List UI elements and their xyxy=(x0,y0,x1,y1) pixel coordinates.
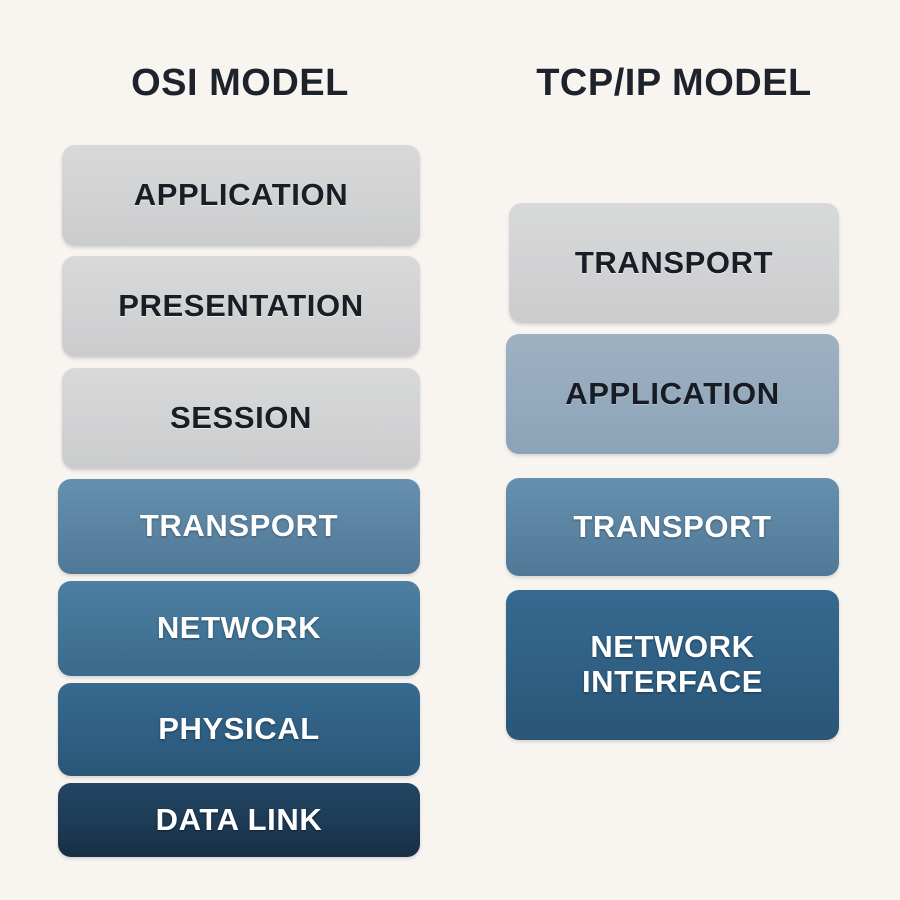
osi-layer-data-link: DATA LINK xyxy=(58,783,420,857)
tcpip-model-column: TCP/IP MODEL TRANSPORT APPLICATION TRANS… xyxy=(506,0,842,900)
osi-model-title: OSI MODEL xyxy=(131,62,349,104)
tcpip-layer-transport: TRANSPORT xyxy=(506,478,839,576)
osi-model-column: OSI MODEL APPLICATION PRESENTATION SESSI… xyxy=(58,0,422,900)
osi-layer-transport: TRANSPORT xyxy=(58,479,420,574)
osi-layer-session: SESSION xyxy=(62,368,420,469)
tcpip-layer-transport-top: TRANSPORT xyxy=(509,203,839,323)
tcpip-layer-network-interface: NETWORK INTERFACE xyxy=(506,590,839,740)
osi-layer-application: APPLICATION xyxy=(62,145,420,246)
tcpip-model-title: TCP/IP MODEL xyxy=(536,62,812,104)
osi-layer-presentation: PRESENTATION xyxy=(62,256,420,357)
osi-layer-network: NETWORK xyxy=(58,581,420,676)
osi-layer-physical: PHYSICAL xyxy=(58,683,420,776)
tcpip-layer-application: APPLICATION xyxy=(506,334,839,454)
